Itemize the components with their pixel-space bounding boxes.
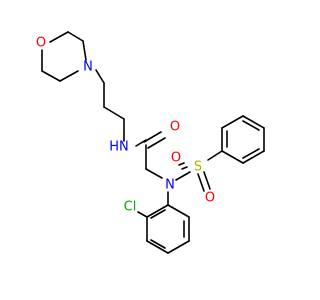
bond-morph-5 — [41, 70, 61, 82]
bond-c-cl — [137, 211, 148, 218]
atom-label-layer: O N HN O N S O O Cl — [36, 36, 215, 215]
atom-sulfonyl-o-bottom: O — [205, 191, 215, 206]
bond-cp-inner-3 — [150, 209, 166, 219]
bond-ch2-n — [145, 168, 163, 179]
atom-chlorine: Cl — [124, 200, 137, 215]
bond-s-phenyl — [207, 150, 223, 161]
molecule-structure: O N HN O N S O O Cl — [36, 31, 265, 254]
bond-ph-inner-3 — [242, 148, 260, 159]
bond-cp-1 — [167, 204, 190, 218]
bond-layer — [41, 31, 265, 254]
atom-amide-o: O — [170, 120, 180, 135]
bond-cp-6 — [146, 204, 169, 218]
bond-so-top-2 — [181, 166, 188, 170]
atom-morpholine-n: N — [83, 60, 93, 75]
atom-sulfonyl-o-top: O — [171, 151, 181, 166]
bond-cp-inner-2 — [150, 239, 166, 249]
atom-sulfonamide-n: N — [165, 178, 175, 193]
bond-ph-5 — [242, 150, 265, 164]
bond-n-s — [175, 171, 191, 181]
atom-sulfur: S — [194, 160, 202, 175]
bond-chain-3 — [103, 106, 125, 120]
bond-so-bottom-2 — [203, 171, 211, 190]
bond-so-top-1 — [178, 162, 185, 166]
bond-cp-4 — [146, 240, 169, 254]
bond-morph-2 — [67, 31, 84, 42]
atom-amide-nh: HN — [109, 140, 129, 155]
bond-cp-3 — [167, 240, 190, 254]
bond-morph-4 — [59, 70, 79, 82]
atom-morpholine-o: O — [36, 36, 46, 51]
bond-ph-3 — [242, 115, 265, 129]
bond-chain-1 — [95, 69, 105, 84]
bond-so-bottom-1 — [197, 173, 205, 192]
bond-ph-6 — [221, 150, 244, 164]
bond-carbonyl-1 — [143, 131, 162, 143]
bond-morph-1 — [49, 31, 69, 43]
bond-ph-inner-2 — [242, 120, 260, 131]
bond-ph-2 — [221, 115, 244, 129]
bond-carbonyl-2 — [147, 137, 166, 149]
bond-morph-3 — [82, 40, 87, 61]
